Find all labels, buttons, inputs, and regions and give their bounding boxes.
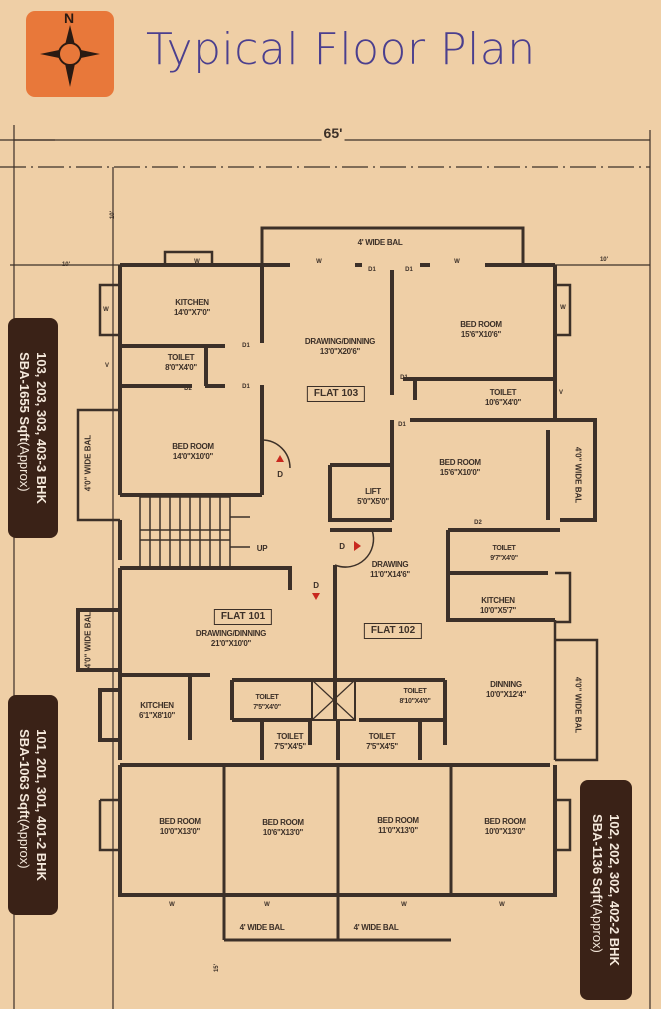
compass-icon: N <box>26 10 114 97</box>
door-mark: D1 <box>398 422 406 428</box>
door-mark: D1 <box>242 343 250 349</box>
balcony-left-upper-label: 4'0" WIDE BAL <box>83 434 93 492</box>
balcony-right-upper-label: 4'0" WIDE BAL <box>573 446 583 504</box>
window-mark: W <box>169 902 175 908</box>
balcony-bottom-left-label: 4' WIDE BAL <box>239 923 285 932</box>
balcony-top-label: 4' WIDE BAL <box>357 238 403 247</box>
door-mark: D1 <box>242 384 250 390</box>
window-mark: W <box>499 902 505 908</box>
flat-103-label: FLAT 103 <box>306 386 366 402</box>
flat-102-label: FLAT 102 <box>363 623 423 639</box>
window-mark: W <box>560 305 566 311</box>
window-mark: W <box>401 902 407 908</box>
setback-left-dimension: 10' <box>61 262 71 268</box>
setback-right-dimension: 10' <box>599 257 609 263</box>
balcony-right-lower-label: 4'0" WIDE BAL <box>573 676 583 734</box>
flat-101-label: FLAT 101 <box>213 609 273 625</box>
balcony-bottom-right-label: 4' WIDE BAL <box>353 923 399 932</box>
window-mark: W <box>194 259 200 265</box>
vent-mark: V <box>558 390 564 396</box>
door-mark: D1 <box>400 375 408 381</box>
vent-mark: V <box>104 363 110 369</box>
window-mark: W <box>316 259 322 265</box>
window-mark: W <box>264 902 270 908</box>
window-mark: W <box>454 259 460 265</box>
balcony-left-lower-label: 4'0" WIDE BAL <box>83 611 93 669</box>
stairs-up-label: UP <box>256 544 268 553</box>
door-mark: D1 <box>368 267 376 273</box>
setback-top-dimension: 10' <box>110 210 116 220</box>
entry-markers <box>276 455 361 600</box>
door-main-label: D <box>339 542 345 551</box>
door-mark: D1 <box>405 267 413 273</box>
walls <box>76 226 599 942</box>
door-mark: D2 <box>474 520 482 526</box>
window-mark: W <box>103 307 109 313</box>
north-label: N <box>64 10 75 26</box>
page-title: Typical Floor Plan <box>146 24 536 75</box>
overall-width-dimension: 65' <box>321 125 345 141</box>
door-main-label: D <box>313 581 319 590</box>
setback-bottom-dimension: 15' <box>214 963 220 973</box>
door-main-label: D <box>277 470 283 479</box>
door-mark: D2 <box>184 386 192 392</box>
